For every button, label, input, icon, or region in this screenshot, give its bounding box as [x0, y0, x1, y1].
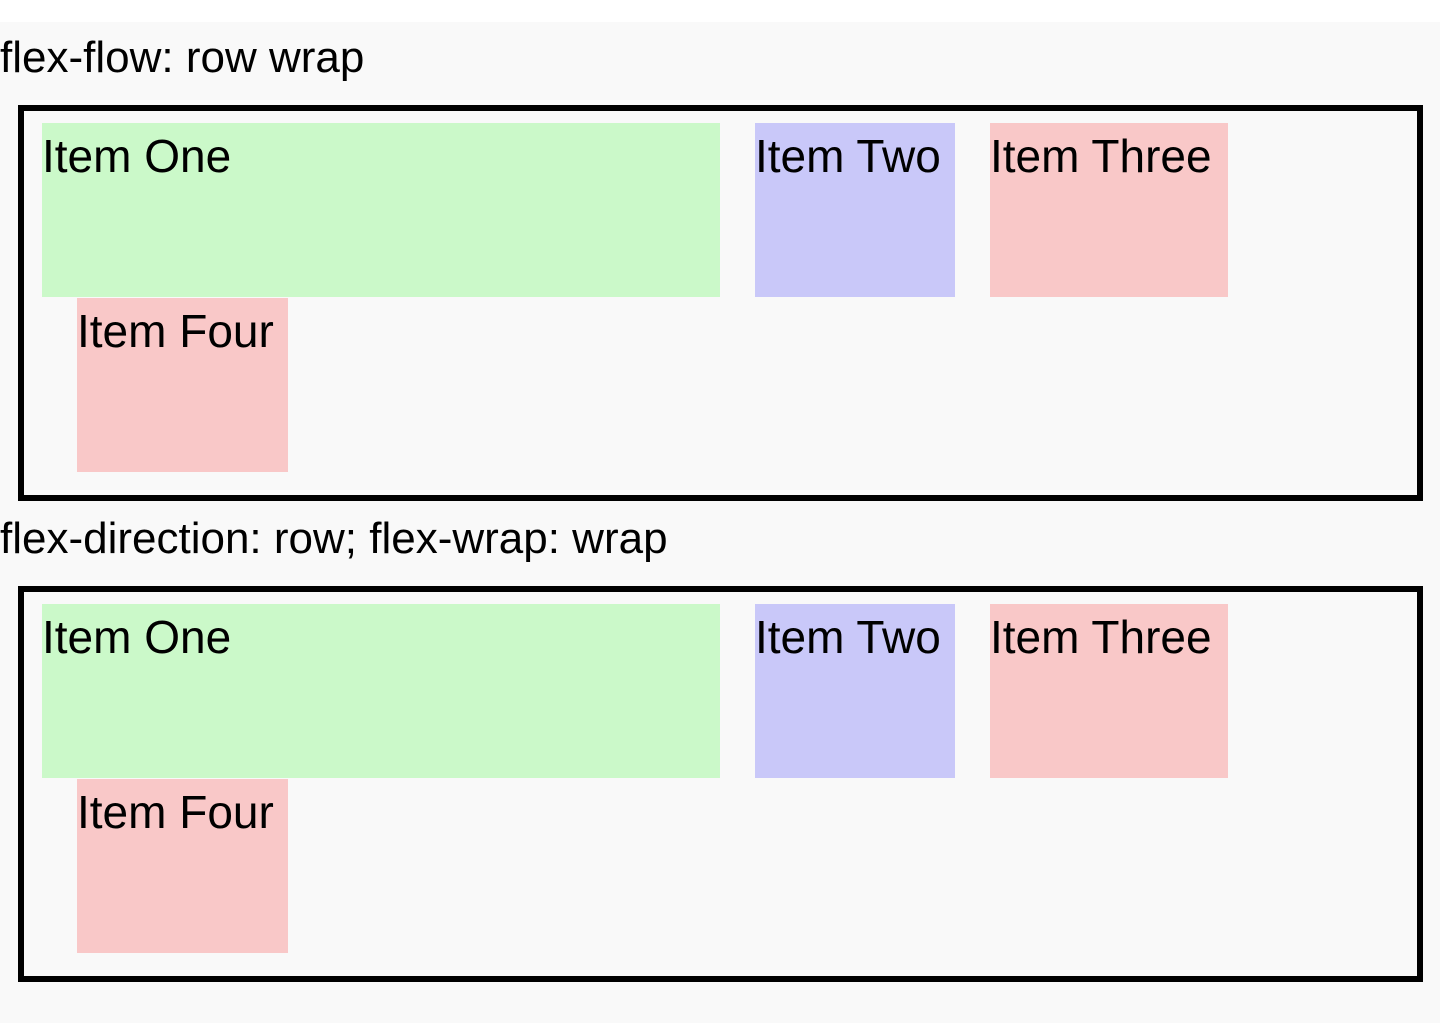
flex-item-three: Item Three	[990, 123, 1228, 297]
flex-item-two: Item Two	[755, 604, 955, 778]
page-background: flex-flow: row wrap Item One Item Two It…	[0, 22, 1440, 1023]
flex-item-one: Item One	[42, 123, 720, 297]
flex-item-label: Item Four	[77, 305, 274, 357]
flex-item-three: Item Three	[990, 604, 1228, 778]
section-caption-flex-direction-wrap: flex-direction: row; flex-wrap: wrap	[0, 514, 668, 563]
flex-item-label: Item One	[42, 130, 232, 182]
flex-item-one: Item One	[42, 604, 720, 778]
flex-item-label: Item Three	[990, 130, 1212, 182]
flex-item-label: Item Four	[77, 786, 274, 838]
flex-container-flex-flow: Item One Item Two Item Three Item Four	[18, 105, 1423, 501]
flex-item-label: Item One	[42, 611, 232, 663]
flex-item-four: Item Four	[77, 298, 288, 472]
flex-container-flex-direction-wrap: Item One Item Two Item Three Item Four	[18, 586, 1423, 982]
flex-item-label: Item Three	[990, 611, 1212, 663]
flex-item-label: Item Two	[755, 611, 941, 663]
section-caption-flex-flow: flex-flow: row wrap	[0, 33, 365, 82]
flex-item-label: Item Two	[755, 130, 941, 182]
flex-item-two: Item Two	[755, 123, 955, 297]
flex-item-four: Item Four	[77, 779, 288, 953]
